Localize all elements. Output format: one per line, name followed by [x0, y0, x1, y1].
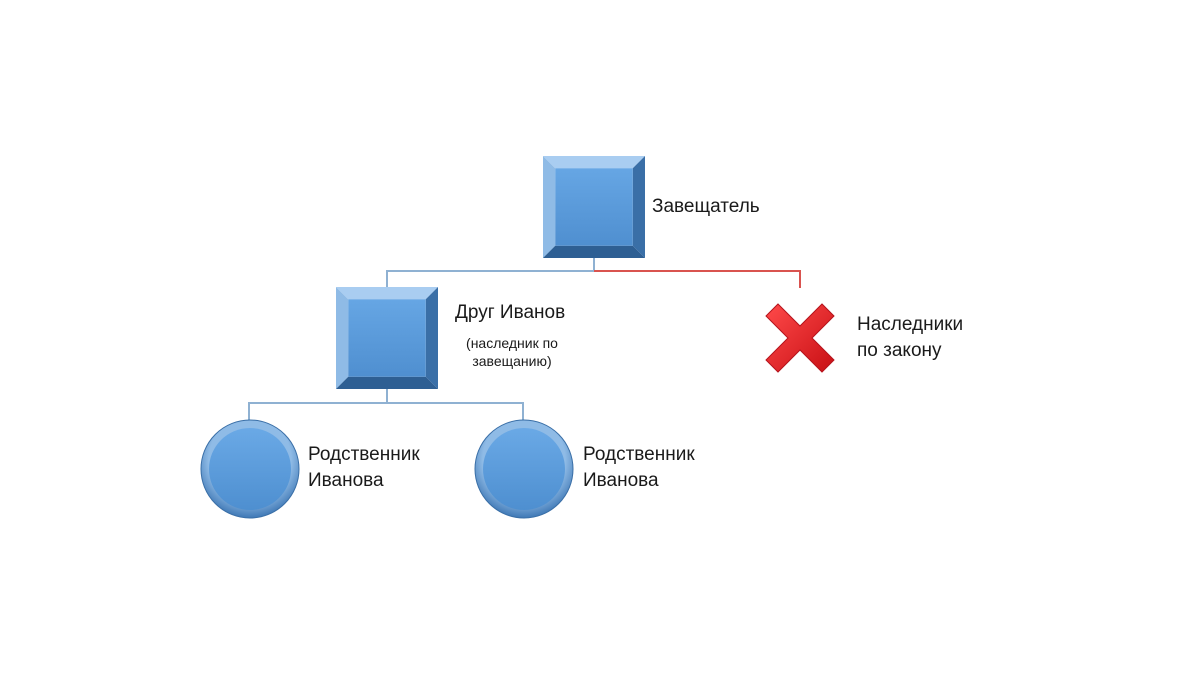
heirs-by-law-node [764, 302, 836, 379]
relative-2-label-line1: Родственник [583, 444, 695, 465]
circle-shape [200, 419, 300, 519]
relative-2-label-line2: Иванова [583, 470, 659, 491]
relative-1-node [200, 419, 300, 524]
relative-1-label-line1: Родственник [308, 444, 420, 465]
relative-1-label-line2: Иванова [308, 470, 384, 491]
testator-node [543, 156, 645, 263]
connector-testator-heirs [594, 270, 801, 288]
friend-label: Друг Иванов [455, 302, 566, 323]
connector-testator-friend [386, 257, 595, 288]
cross-icon [765, 303, 835, 373]
friend-node [336, 287, 438, 394]
heirs-by-law-label: Наследники по закону [857, 312, 963, 364]
heirs-label-line1: Наследники [857, 314, 964, 335]
bevel-square-shape [543, 156, 645, 258]
relative-1-label: Родственник Иванова [308, 442, 420, 494]
circle-shape [474, 419, 574, 519]
bevel-square-shape [336, 287, 438, 389]
testator-label: Завещатель [652, 196, 760, 217]
relative-2-label: Родственник Иванова [583, 442, 695, 494]
friend-sublabel-line1: (наследник по [466, 335, 558, 351]
friend-sublabel-line2: завещанию) [472, 353, 552, 369]
heirs-label-line2: по закону [857, 340, 942, 361]
connector-friend-relatives [248, 388, 524, 420]
relative-2-node [474, 419, 574, 524]
friend-sublabel: (наследник по завещанию) [452, 334, 572, 370]
